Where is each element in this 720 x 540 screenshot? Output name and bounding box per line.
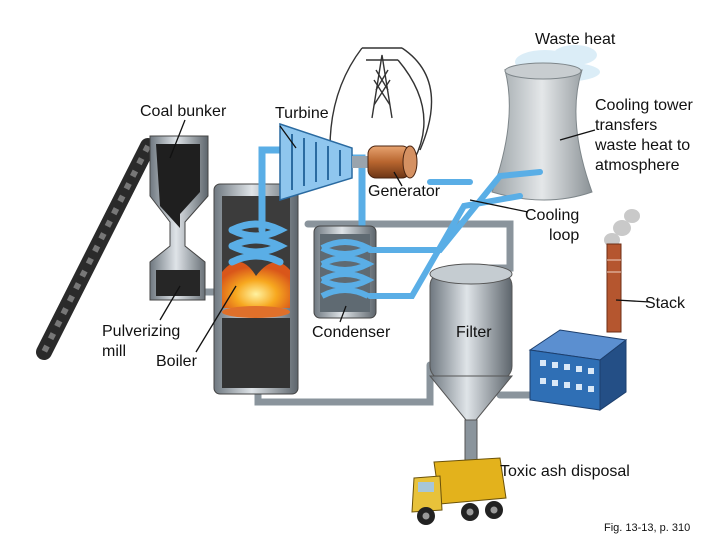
figure-caption: Fig. 13-13, p. 310 [604,522,691,534]
label-turbine: Turbine [275,105,329,122]
label-boiler: Boiler [156,353,197,370]
label-pulverizing-mill: Pulverizing mill [102,323,181,360]
turbine [279,122,353,202]
smokestack [606,243,622,333]
label-toxic-ash: Toxic ash disposal [500,463,630,480]
cooling-loop-pipes [367,169,543,299]
exhaust-building [528,329,628,411]
label-coal-bunker: Coal bunker [140,103,227,120]
condenser [313,225,377,319]
coal-conveyor [36,138,156,360]
label-stack: Stack [645,295,686,312]
generator [352,145,418,179]
leader-lines [159,119,651,353]
smoke-plume [604,209,640,247]
boiler [213,183,299,395]
label-filter: Filter [456,324,492,341]
ash-truck [411,457,507,525]
transmission-tower [329,47,433,161]
label-waste-heat: Waste heat [535,31,616,48]
label-generator: Generator [368,183,441,200]
label-condenser: Condenser [312,324,391,341]
label-cooling-tower: Cooling tower transfers waste heat to at… [595,97,693,174]
label-cooling-loop: Cooling loop [525,207,580,244]
filter [428,263,514,465]
